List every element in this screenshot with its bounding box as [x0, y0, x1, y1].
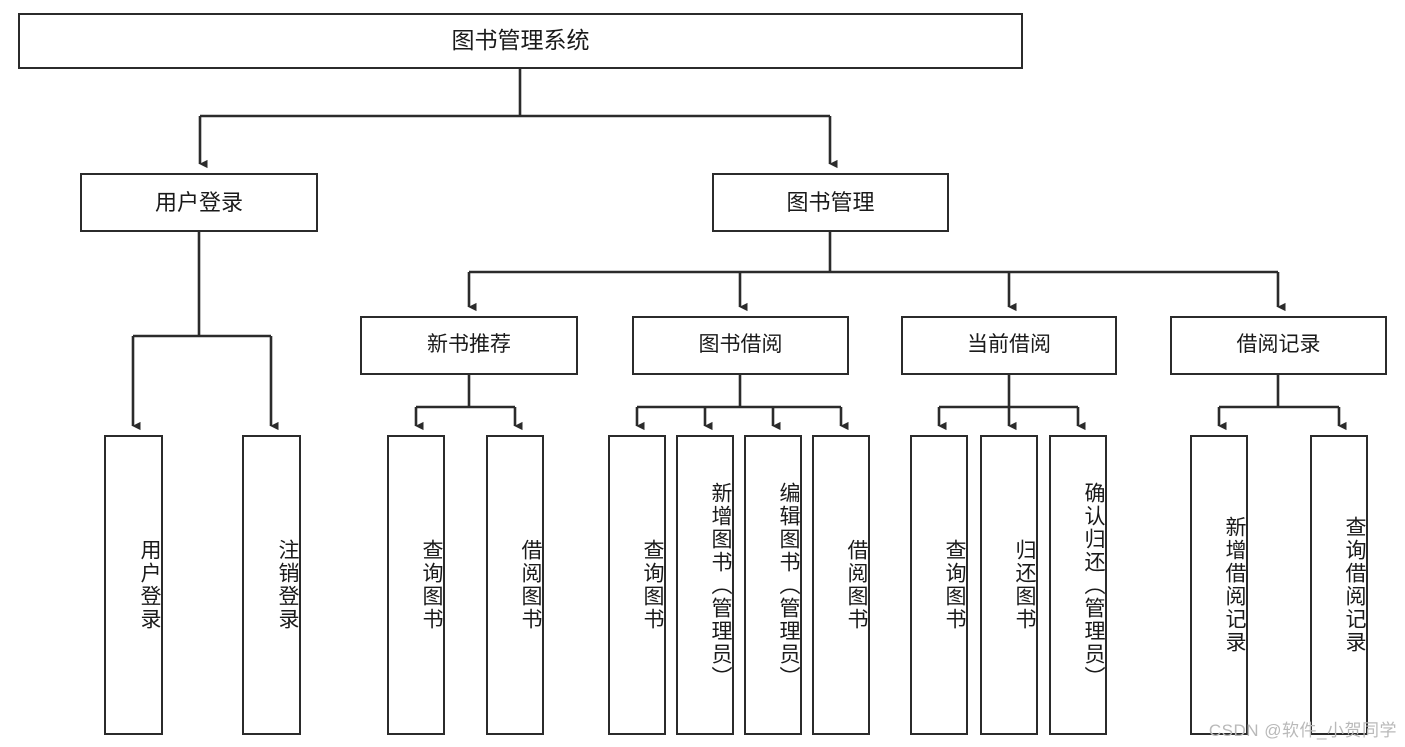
node-n_borrow[interactable]: 图书借阅: [632, 316, 849, 375]
node-label: 归还图书: [1013, 539, 1036, 631]
node-label: 新书推荐: [427, 333, 511, 357]
node-l12[interactable]: 新增借阅记录: [1190, 435, 1248, 735]
node-label: 确认归还（管理员）: [1082, 481, 1105, 689]
node-label: 编辑图书（管理员）: [777, 481, 800, 689]
csdn-watermark: CSDN @软件_小贺同学: [1208, 721, 1397, 740]
node-l11[interactable]: 确认归还（管理员）: [1049, 435, 1107, 735]
node-l9[interactable]: 查询图书: [910, 435, 968, 735]
node-n_newbook[interactable]: 新书推荐: [360, 316, 578, 375]
node-label: 图书借阅: [698, 333, 783, 357]
node-l1[interactable]: 用户登录: [104, 435, 163, 735]
node-root[interactable]: 图书管理系统: [18, 13, 1023, 69]
node-n_record[interactable]: 借阅记录: [1170, 316, 1387, 375]
node-label: 查询借阅记录: [1343, 516, 1366, 654]
node-label: 图书管理系统: [451, 27, 590, 54]
node-label: 查询图书: [641, 539, 664, 631]
node-n_login[interactable]: 用户登录: [80, 173, 318, 232]
node-label: 查询图书: [943, 539, 966, 631]
node-label: 查询图书: [420, 539, 443, 631]
node-label: 新增借阅记录: [1223, 516, 1246, 654]
node-label: 借阅图书: [845, 539, 868, 631]
node-l8[interactable]: 借阅图书: [812, 435, 870, 735]
node-label: 图书管理: [786, 189, 875, 215]
node-label: 借阅记录: [1236, 333, 1321, 357]
node-l3[interactable]: 查询图书: [387, 435, 445, 735]
node-l4[interactable]: 借阅图书: [486, 435, 544, 735]
node-label: 用户登录: [154, 189, 243, 215]
node-label: 当前借阅: [967, 333, 1051, 357]
node-l10[interactable]: 归还图书: [980, 435, 1038, 735]
node-n_books[interactable]: 图书管理: [712, 173, 949, 232]
node-l7[interactable]: 编辑图书（管理员）: [744, 435, 802, 735]
node-label: 新增图书（管理员）: [709, 481, 732, 689]
node-label: 注销登录: [276, 539, 299, 631]
node-l2[interactable]: 注销登录: [242, 435, 301, 735]
node-l5[interactable]: 查询图书: [608, 435, 666, 735]
node-n_current[interactable]: 当前借阅: [901, 316, 1117, 375]
node-label: 借阅图书: [519, 539, 542, 631]
node-label: 用户登录: [138, 539, 161, 631]
node-l6[interactable]: 新增图书（管理员）: [676, 435, 734, 735]
node-l13[interactable]: 查询借阅记录: [1310, 435, 1368, 735]
